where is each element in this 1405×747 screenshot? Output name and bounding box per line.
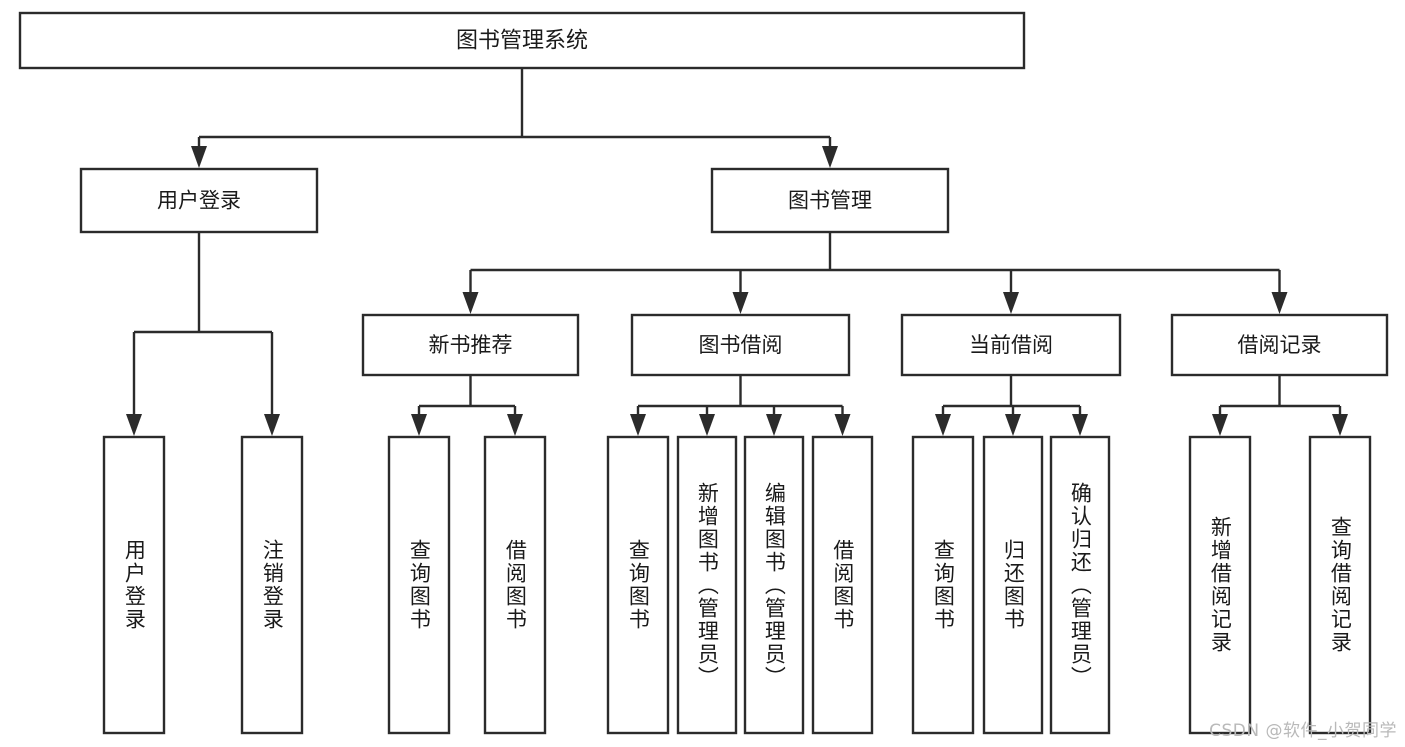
node-user-login[interactable]: 用户登录 <box>79 167 319 234</box>
node-label-book-manage: 图书管理 <box>788 189 872 213</box>
node-box-add-book-admin <box>676 435 738 735</box>
node-edit-book-admin[interactable] <box>743 435 805 735</box>
node-borrow-book-2[interactable] <box>811 435 874 735</box>
node-new-book-rec[interactable]: 新书推荐 <box>361 313 580 377</box>
arrow-head-icon-add-borrow-record <box>1212 414 1228 436</box>
arrow-head-icon-borrow-book-2 <box>834 414 851 436</box>
node-add-borrow-record[interactable] <box>1188 435 1252 735</box>
node-box-query-book-3 <box>911 435 975 735</box>
node-label-book-borrow: 图书借阅 <box>699 333 783 357</box>
arrow-head-icon-add-book-admin <box>699 414 715 436</box>
node-box-edit-book-admin <box>743 435 805 735</box>
node-box-borrow-book-1 <box>483 435 547 735</box>
arrow-head-icon-user-login-leaf <box>126 414 142 436</box>
node-box-query-borrow-record <box>1308 435 1372 735</box>
arrow-head-icon-query-borrow-record <box>1332 414 1348 436</box>
arrow-head-icon-borrow-book-1 <box>507 414 523 436</box>
node-box-current-borrow <box>900 313 1122 377</box>
node-box-book-borrow <box>630 313 851 377</box>
arrow-head-icon-user-logout-leaf <box>264 414 280 436</box>
node-box-user-logout-leaf <box>240 435 304 735</box>
node-label-root: 图书管理系统 <box>456 29 588 54</box>
node-book-manage[interactable]: 图书管理 <box>710 167 950 234</box>
arrow-head-icon-return-book <box>1005 414 1021 436</box>
node-label-new-book-rec: 新书推荐 <box>429 333 513 357</box>
arrow-head-icon-borrow-record <box>1271 292 1288 314</box>
node-box-confirm-return-admin <box>1049 435 1111 735</box>
node-label-user-login: 用户登录 <box>157 189 241 213</box>
node-add-book-admin[interactable] <box>676 435 738 735</box>
node-box-borrow-book-2 <box>811 435 874 735</box>
node-box-query-book-1 <box>387 435 451 735</box>
arrow-head-icon-book-manage <box>822 146 838 168</box>
node-query-book-2[interactable] <box>606 435 670 735</box>
node-user-logout-leaf[interactable] <box>240 435 304 735</box>
node-box-query-book-2 <box>606 435 670 735</box>
node-borrow-book-1[interactable] <box>483 435 547 735</box>
node-user-login-leaf[interactable] <box>102 435 166 735</box>
node-current-borrow[interactable]: 当前借阅 <box>900 313 1122 377</box>
node-box-borrow-record <box>1170 313 1389 377</box>
node-box-add-borrow-record <box>1188 435 1252 735</box>
arrow-head-icon-current-borrow <box>1003 292 1019 314</box>
arrow-head-icon-new-book-rec <box>462 292 479 314</box>
node-box-user-login-leaf <box>102 435 166 735</box>
node-label-borrow-record: 借阅记录 <box>1238 333 1322 357</box>
node-query-book-3[interactable] <box>911 435 975 735</box>
arrow-head-icon-edit-book-admin <box>766 414 782 436</box>
node-box-root <box>18 11 1026 70</box>
node-return-book[interactable] <box>982 435 1044 735</box>
node-query-book-1[interactable] <box>387 435 451 735</box>
node-root[interactable]: 图书管理系统 <box>18 11 1026 70</box>
node-box-book-manage <box>710 167 950 234</box>
node-confirm-return-admin[interactable] <box>1049 435 1111 735</box>
node-box-return-book <box>982 435 1044 735</box>
node-box-new-book-rec <box>361 313 580 377</box>
arrow-head-icon-user-login <box>191 146 207 168</box>
node-query-borrow-record[interactable] <box>1308 435 1372 735</box>
arrow-head-icon-query-book-1 <box>411 414 427 436</box>
arrow-head-icon-confirm-return-admin <box>1072 414 1088 436</box>
arrow-head-icon-book-borrow <box>732 292 749 314</box>
node-borrow-record[interactable]: 借阅记录 <box>1170 313 1389 377</box>
arrow-head-icon-query-book-3 <box>935 414 951 436</box>
arrow-head-icon-query-book-2 <box>630 414 646 436</box>
node-label-current-borrow: 当前借阅 <box>969 333 1053 357</box>
node-book-borrow[interactable]: 图书借阅 <box>630 313 851 377</box>
watermark-text: CSDN @软件_小贺同学 <box>1209 721 1397 741</box>
